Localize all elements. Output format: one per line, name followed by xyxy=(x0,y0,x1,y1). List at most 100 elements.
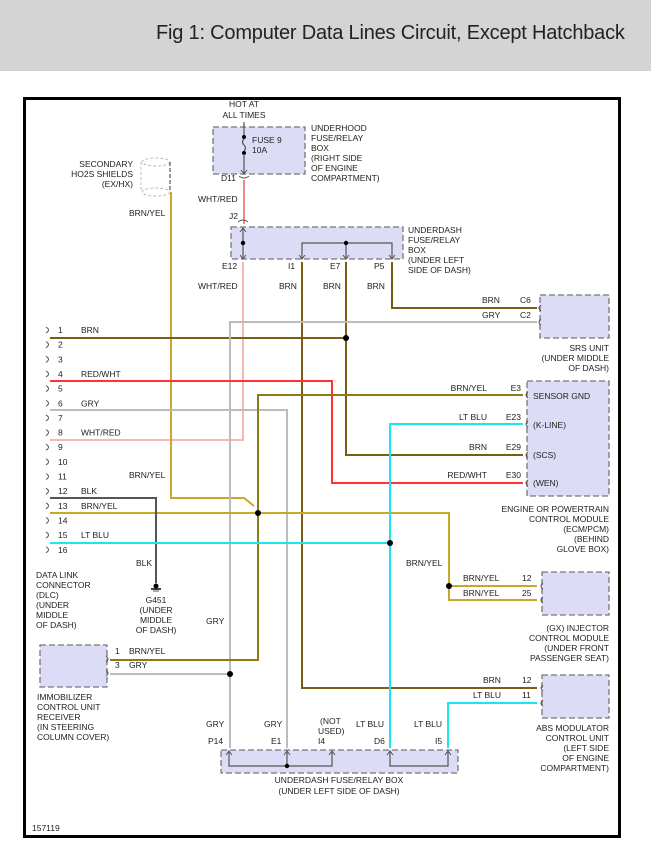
underdash-bottom-label: (UNDER LEFT SIDE OF DASH) xyxy=(278,786,399,796)
wire-label: GRY xyxy=(482,310,501,320)
terminal-label: 12 xyxy=(522,675,532,685)
underdash-top-label-line: FUSE/RELAY xyxy=(408,235,461,245)
abs-modulator-label-line: CONTROL UNIT xyxy=(546,733,609,743)
ecm-wire-label: BRN xyxy=(469,442,487,452)
underdash-top-label-line: BOX xyxy=(408,245,426,255)
dlc-pin-number: 6 xyxy=(58,398,63,408)
immobilizer-box xyxy=(39,644,108,688)
abs-modulator-label-line: COMPARTMENT) xyxy=(540,763,609,773)
junction-dot xyxy=(387,540,393,546)
dlc-terminal xyxy=(45,326,49,334)
wire-ho2s-brnyel xyxy=(170,192,255,507)
immobilizer-label-line: RECEIVER xyxy=(37,712,80,722)
junction-dot xyxy=(343,335,349,341)
ecm-label-line: (BEHIND xyxy=(574,534,609,544)
terminal-label: D6 xyxy=(374,736,385,746)
wire-label: BRN xyxy=(482,295,500,305)
wire-label: USED) xyxy=(318,726,345,736)
wire-label: LT BLU xyxy=(414,719,442,729)
srs-unit-label-line: OF DASH) xyxy=(568,363,609,373)
dlc-wire-label: GRY xyxy=(81,398,100,408)
wire-label: GRY xyxy=(264,719,283,729)
wire-dlc12-blk xyxy=(50,497,157,583)
underhood-box-label-line: BOX xyxy=(311,143,329,153)
dlc-terminal xyxy=(45,385,49,393)
dlc-pin-number: 16 xyxy=(58,545,68,555)
dlc-terminal xyxy=(45,414,49,422)
underdash-top-label-line: SIDE OF DASH) xyxy=(408,265,471,275)
wire-p5-srs-c6 xyxy=(391,262,537,309)
terminal-label: 12 xyxy=(522,573,532,583)
dlc-terminal xyxy=(45,429,49,436)
ecm-box xyxy=(526,380,610,497)
wire-label: BRN/YEL xyxy=(463,588,500,598)
wire-label: BRN xyxy=(367,281,385,291)
dlc-terminal xyxy=(45,458,49,466)
wire-label: WHT/RED xyxy=(198,194,238,204)
injector-module-box xyxy=(541,571,610,616)
dlc-wire-label: BLK xyxy=(81,486,97,496)
wire-label: GRY xyxy=(206,616,225,626)
wire-srs-c2-gry xyxy=(229,321,537,748)
junction-dot xyxy=(255,510,261,516)
ecm-signal-label: (SCS) xyxy=(533,450,556,460)
wire-label: GRY xyxy=(129,660,148,670)
injector-module-label-line: PASSENGER SEAT) xyxy=(530,653,609,663)
dlc-terminal xyxy=(45,531,49,539)
underdash-top-label-line: (UNDER LEFT xyxy=(408,255,464,265)
ho2s-shields-label-line: SECONDARY xyxy=(79,159,133,169)
terminal-label: C2 xyxy=(520,310,531,320)
wire-label: LT BLU xyxy=(473,690,501,700)
figure-title: Fig 1: Computer Data Lines Circuit, Exce… xyxy=(156,22,625,44)
figure-header: Fig 1: Computer Data Lines Circuit, Exce… xyxy=(0,0,651,71)
dlc-pin-number: 1 xyxy=(58,325,63,335)
dlc-label-line: (UNDER xyxy=(36,600,69,610)
dlc-pin-number: 15 xyxy=(58,530,68,540)
terminal-label: I4 xyxy=(318,736,325,746)
dlc-terminal xyxy=(45,399,49,407)
dlc-terminal xyxy=(45,487,49,495)
wire-label: BRN/YEL xyxy=(129,646,166,656)
wire-i5-abs11 xyxy=(447,702,537,748)
terminal-label: D11 xyxy=(221,173,236,183)
underdash-top-internal xyxy=(239,227,396,260)
injector-module-label-line: CONTROL MODULE xyxy=(529,633,609,643)
fuse-name: FUSE 9 xyxy=(252,135,282,145)
terminal-label: E7 xyxy=(330,261,341,271)
dlc-pin-number: 11 xyxy=(58,472,67,482)
wire-label: BRN/YEL xyxy=(129,470,166,480)
ecm-label-line: CONTROL MODULE xyxy=(529,514,609,524)
terminal-label: J2 xyxy=(229,211,238,221)
dlc-pin-number: 4 xyxy=(58,369,63,379)
terminal-label: P14 xyxy=(208,736,223,746)
underhood-box-label-line: UNDERHOOD xyxy=(311,123,367,133)
immobilizer-label-line: (IN STEERING xyxy=(37,722,94,732)
module-terminals xyxy=(105,175,544,707)
ecm-signal-label: (K-LINE) xyxy=(533,420,566,430)
underdash-fuse-box-bottom xyxy=(220,749,459,774)
terminal-label: 25 xyxy=(522,588,532,598)
abs-modulator-label-line: ABS MODULATOR xyxy=(536,723,609,733)
underdash-top-label-line: UNDERDASH xyxy=(408,225,462,235)
wire-i1-abs12 xyxy=(301,262,537,689)
underhood-box-label-line: OF ENGINE xyxy=(311,163,358,173)
junction-dot xyxy=(446,583,452,589)
dlc-wire-label: BRN xyxy=(81,325,99,335)
dlc-pin-number: 12 xyxy=(58,486,68,496)
ecm-terminal-label: E3 xyxy=(511,383,522,393)
hot-label: HOT AT xyxy=(229,99,259,109)
underhood-fuse-box xyxy=(212,126,306,175)
injector-module-label-line: (GX) INJECTOR xyxy=(546,623,609,633)
dlc-terminal xyxy=(45,546,49,554)
ecm-terminal-label: E30 xyxy=(506,470,521,480)
ecm-terminal-label: E29 xyxy=(506,442,521,452)
ground-g451-label-line: (UNDER xyxy=(139,605,172,615)
wire-dlc4-redwht xyxy=(50,380,523,484)
